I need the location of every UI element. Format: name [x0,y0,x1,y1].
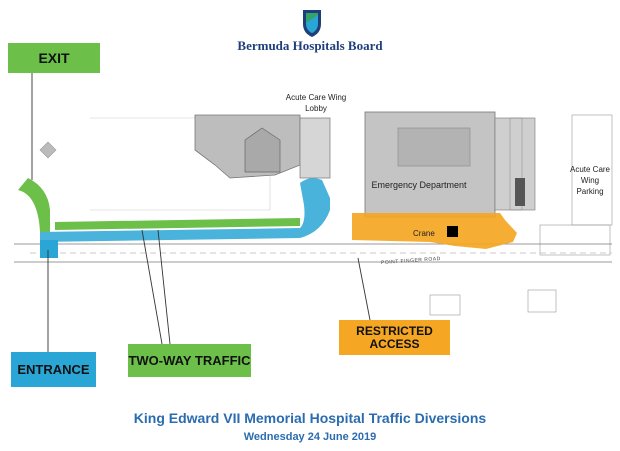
lobby-label: Acute Care Wing Lobby [276,92,356,114]
entrance-callout: ENTRANCE [11,352,96,387]
map-title: King Edward VII Memorial Hospital Traffi… [133,410,487,426]
two-way-traffic-callout: TWO-WAY TRAFFIC [128,344,251,377]
exit-callout: EXIT [8,43,100,73]
roads [14,243,612,263]
lobby-label-line-2: Lobby [305,104,327,113]
pointer-lines [31,73,371,352]
parking-label-line-1: Acute Care [569,165,611,174]
hospital-buildings [194,111,613,226]
parking-label: Acute Care Wing Parking [565,164,615,197]
traffic-route [18,178,330,258]
org-name: Bermuda Hospitals Board [237,38,383,53]
restricted-area [352,213,517,249]
emergency-department-label: Emergency Department [371,180,467,190]
restricted-access-callout: RESTRICTED ACCESS [339,320,450,355]
parking-label-line-2: Wing [580,176,600,185]
lobby-label-line-1: Acute Care Wing [285,93,347,102]
restricted-line-2: ACCESS [369,336,420,351]
restricted-line-1: RESTRICTED [356,323,433,338]
crane-label: Crane [413,229,435,238]
parking-label-line-3: Parking [576,187,604,196]
crane-icon [447,226,458,237]
map-date: Wednesday 24 June 2019 [243,431,377,443]
bhb-logo-icon [303,10,321,37]
